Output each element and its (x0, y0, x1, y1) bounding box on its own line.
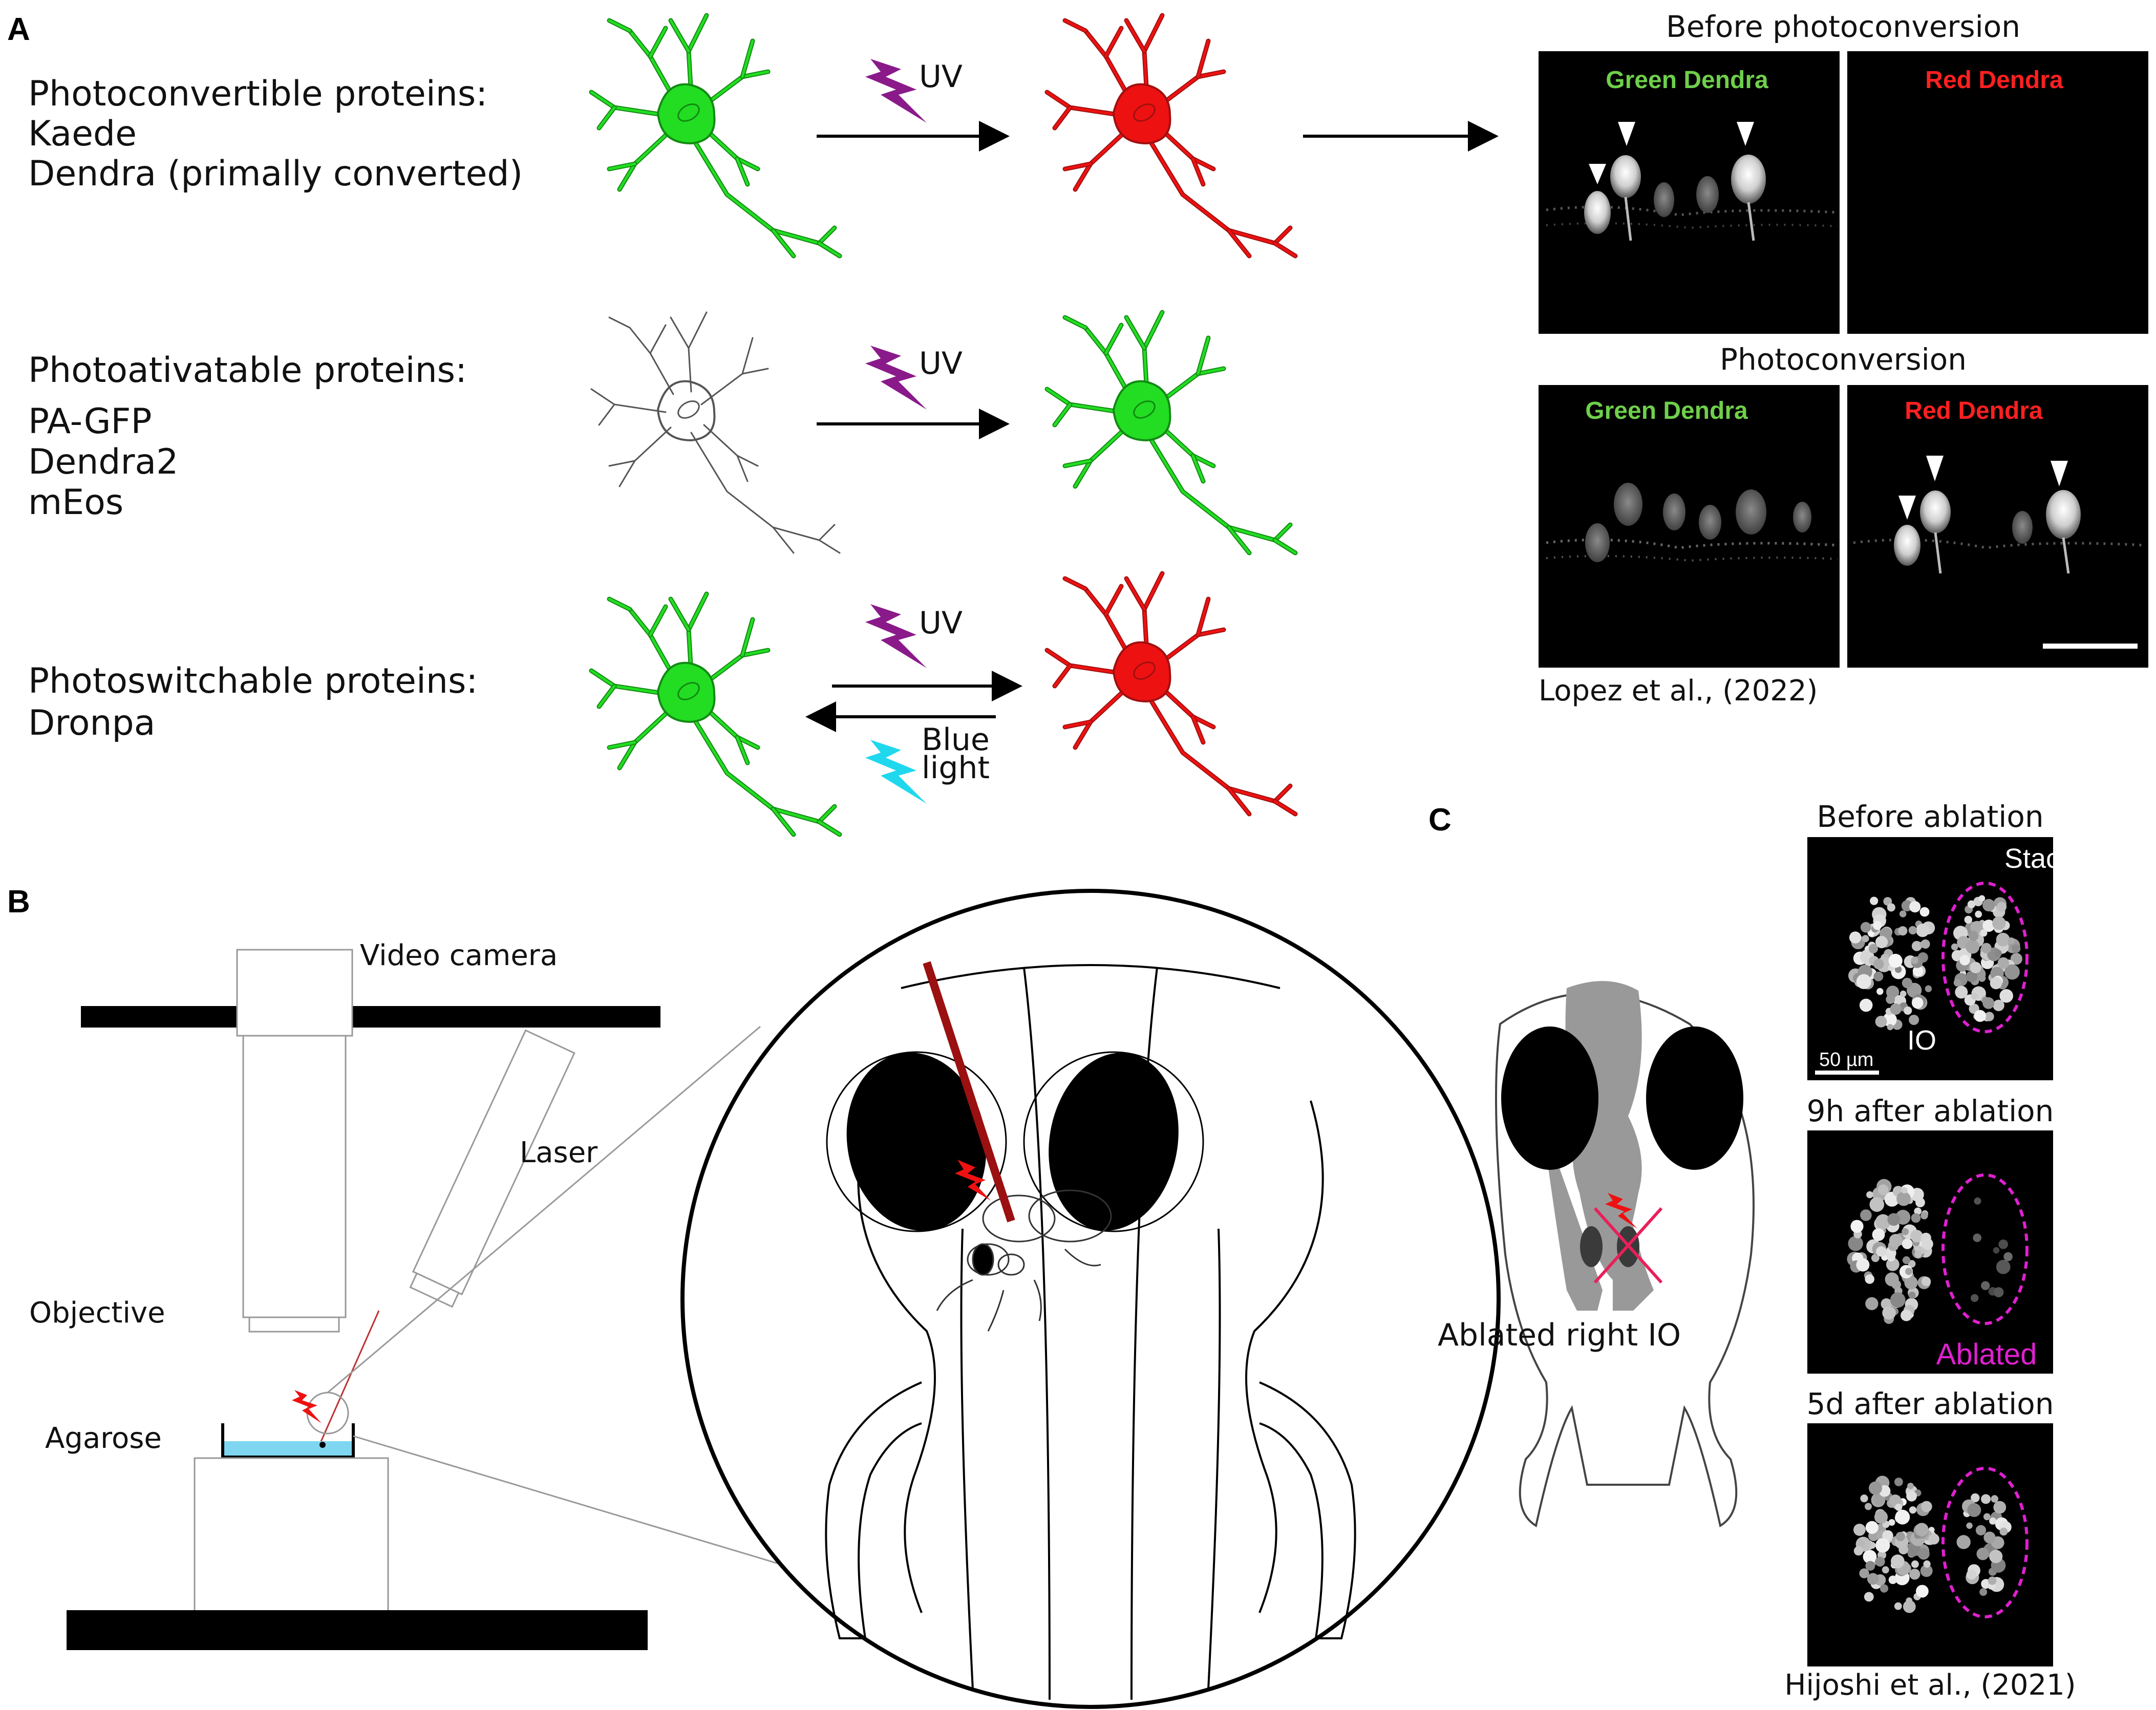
zoom-laser-bolt-icon (955, 1160, 991, 1201)
zoom-left-eye-outline (826, 1051, 1007, 1232)
before-green-dendra-label: Green Dendra (1606, 67, 1768, 94)
5d-after-ablation-title: 5d after ablation (1807, 1386, 2054, 1421)
before-red-dendra-label: Red Dendra (1925, 67, 2063, 94)
stage-block (194, 1457, 389, 1613)
lopez-citation: Lopez et al., (2022) (1539, 674, 1818, 708)
micro-after-red (1847, 385, 2148, 668)
zoom-left-eye (846, 1053, 987, 1231)
micro-after-green (1539, 385, 1840, 668)
small-laser-bolt-icon (292, 1390, 322, 1423)
stack-label: Stack (2004, 843, 2074, 874)
upper-stage-bar (81, 1006, 660, 1028)
micro-after-red-cells (1853, 456, 2146, 649)
micro-after-green-cells (1546, 483, 1839, 562)
bottom-stage-bar (67, 1610, 648, 1650)
photoconversion-title: Photoconversion (1720, 342, 1967, 377)
ablated-right-io-label: Ablated right IO (1438, 1317, 1681, 1353)
panel-a-letter: A (7, 12, 30, 47)
neuron-red-row3 (1044, 571, 1298, 817)
micro-before-green-cells (1546, 122, 1839, 241)
camera-body (236, 949, 353, 1037)
row2-item-2: Dendra2 (28, 442, 178, 482)
neuron-illustrations (589, 13, 1298, 837)
zoom-circle (680, 889, 1501, 1709)
panel-c-letter: C (1428, 802, 1451, 838)
io-label: IO (1907, 1025, 1936, 1056)
panel-c: C Ablated right IO Before ablation 9h af… (1428, 799, 2076, 1702)
5d-ablation-roi (1941, 1467, 2029, 1618)
neuron-red-row1 (1044, 13, 1298, 259)
zoom-brain-cells (936, 1189, 1112, 1332)
row3-uv-label: UV (919, 605, 963, 641)
panel-b: B Video camera Laser Objective Agarose (7, 884, 1501, 1709)
laser-body (409, 1029, 575, 1308)
zoom-line-top (327, 1025, 761, 1394)
zoom-laser-beam (923, 961, 1015, 1223)
zoom-right-eye (1049, 1053, 1179, 1231)
row2-item-1: PA-GFP (28, 401, 152, 442)
io-cell-clusters (1847, 895, 2022, 1613)
row3-title: Photoswitchable proteins: (28, 661, 478, 701)
row1-uv-label: UV (919, 59, 963, 95)
row1-item-2: Dendra (primally converted) (28, 154, 523, 194)
panel-a: A Photoconvertible proteins: Kaede Dendr… (7, 9, 2148, 837)
row3-light-label: light (922, 750, 990, 786)
fish-spot (319, 1442, 326, 1448)
row2-uv-label: UV (919, 346, 963, 381)
video-camera-label: Video camera (360, 939, 558, 972)
objective-tube (242, 1035, 347, 1318)
objective-lens (248, 1316, 340, 1333)
hijoshi-citation: Hijoshi et al., (2021) (1784, 1669, 2076, 1702)
row1-title: Photoconvertible proteins: (28, 74, 487, 114)
row1-item-1: Kaede (28, 114, 137, 154)
row3-uv-bolt-icon (865, 604, 927, 668)
before-ablation-title: Before ablation (1817, 799, 2043, 834)
micro-before-green (1539, 51, 1840, 334)
ablation-scale-label: 50 µm (1819, 1049, 1873, 1071)
row3-blue-bolt-icon (865, 740, 927, 804)
after-red-dendra-label: Red Dendra (1905, 397, 2043, 424)
row3-item-1: Dronpa (28, 703, 155, 743)
fish-head-ablation (1495, 981, 1755, 1528)
zoom-right-eye-outline (1023, 1051, 1204, 1232)
row1-uv-bolt-icon (865, 59, 927, 123)
laser-label: Laser (520, 1136, 598, 1169)
row2-item-3: mEos (28, 482, 123, 523)
laser-beam-thin (319, 1310, 380, 1444)
neuron-inactive-row2 (590, 311, 841, 554)
fish-head-zoom (825, 964, 1356, 1700)
agarose-dish (221, 1423, 355, 1458)
agarose-label: Agarose (45, 1422, 162, 1455)
panel-b-letter: B (7, 884, 30, 920)
neuron-green-row2 (1044, 310, 1298, 555)
objective-label: Objective (29, 1296, 165, 1330)
zoom-line-bottom (353, 1435, 815, 1575)
after-green-dendra-label: Green Dendra (1585, 397, 1748, 424)
ablated-label: Ablated (1936, 1338, 2037, 1371)
9h-ablation-roi (1941, 1173, 2029, 1325)
neuron-green-row1 (589, 13, 842, 259)
neuron-green-row3 (589, 591, 842, 837)
before-photoconversion-title: Before photoconversion (1666, 9, 2020, 44)
row2-title: Photoativatable proteins: (28, 350, 467, 391)
before-ablation-roi (1941, 882, 2029, 1033)
row3-blue-label: Blue (922, 722, 990, 758)
row2-uv-bolt-icon (865, 346, 927, 410)
agarose-fill (224, 1441, 352, 1456)
9h-after-ablation-title: 9h after ablation (1807, 1094, 2054, 1128)
micro-before-red (1847, 51, 2148, 334)
